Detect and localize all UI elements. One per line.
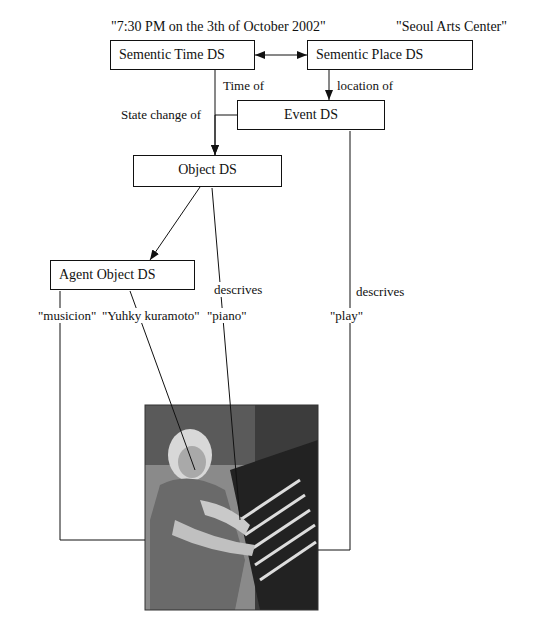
- pianist-photo: [145, 405, 318, 610]
- relation-label: location of: [335, 78, 395, 93]
- box-title: Event DS: [246, 106, 376, 124]
- annotation-label: "play": [328, 308, 365, 323]
- relation-label: State change of: [119, 107, 203, 122]
- leader-line: [318, 131, 350, 550]
- leader-line: [60, 291, 145, 540]
- ds-box: Object DS: [133, 155, 282, 187]
- leader-lines: [60, 131, 350, 550]
- annotation-label: "musicion": [36, 308, 98, 323]
- relation-arrow: [255, 55, 307, 56]
- annotation-label: descrives: [212, 282, 264, 297]
- box-title: Agent Object DS: [59, 266, 186, 284]
- relation-arrow: [329, 70, 330, 100]
- annotation-label: "piano": [205, 308, 249, 323]
- ds-box: "7:30 PM on the 3th of October 2002"Seme…: [110, 40, 255, 70]
- value-heading: "7:30 PM on the 3th of October 2002": [111, 19, 326, 35]
- relation-arrow: [150, 187, 200, 260]
- box-title: Object DS: [142, 161, 273, 179]
- box-title: Sementic Place DS: [316, 46, 464, 64]
- relation-arrow: [215, 115, 237, 155]
- box-title: Sementic Time DS: [119, 46, 246, 64]
- annotation-label: "Yuhky kuramoto": [100, 308, 202, 323]
- relation-label: Time of: [221, 78, 266, 93]
- ds-box: Event DS: [237, 100, 385, 130]
- value-heading: "Seoul Arts Center": [396, 19, 507, 35]
- leader-line: [212, 188, 240, 520]
- ds-box: Agent Object DS: [50, 260, 195, 290]
- annotation-label: descrives: [354, 284, 406, 299]
- ds-box: "Seoul Arts Center"Sementic Place DS: [307, 40, 473, 70]
